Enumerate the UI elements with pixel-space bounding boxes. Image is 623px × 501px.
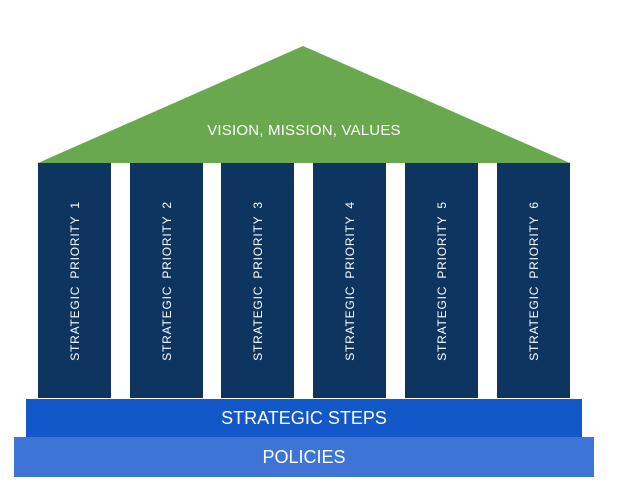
pillar-1: STRATEGIC PRIORITY 1 <box>38 163 111 398</box>
pillar-6-label: STRATEGIC PRIORITY 6 <box>526 200 541 361</box>
pillar-6: STRATEGIC PRIORITY 6 <box>497 163 570 398</box>
strategic-steps-bar: STRATEGIC STEPS <box>26 399 582 437</box>
pillar-5: STRATEGIC PRIORITY 5 <box>405 163 478 398</box>
pillar-2: STRATEGIC PRIORITY 2 <box>130 163 203 398</box>
pillar-3: STRATEGIC PRIORITY 3 <box>221 163 294 398</box>
pillar-4-label: STRATEGIC PRIORITY 4 <box>342 200 357 361</box>
policies-label: POLICIES <box>262 446 346 467</box>
policies-bar: POLICIES <box>14 437 594 477</box>
strategic-steps-label: STRATEGIC STEPS <box>221 407 387 428</box>
pillar-4: STRATEGIC PRIORITY 4 <box>313 163 386 398</box>
pillar-2-label: STRATEGIC PRIORITY 2 <box>159 200 174 361</box>
pillar-3-label: STRATEGIC PRIORITY 3 <box>250 200 265 361</box>
pillar-5-label: STRATEGIC PRIORITY 5 <box>434 200 449 361</box>
roof-label: VISION, MISSION, VALUES <box>207 122 401 139</box>
roof-triangle <box>38 46 570 163</box>
roof <box>38 46 570 163</box>
pillar-1-label: STRATEGIC PRIORITY 1 <box>67 200 82 361</box>
